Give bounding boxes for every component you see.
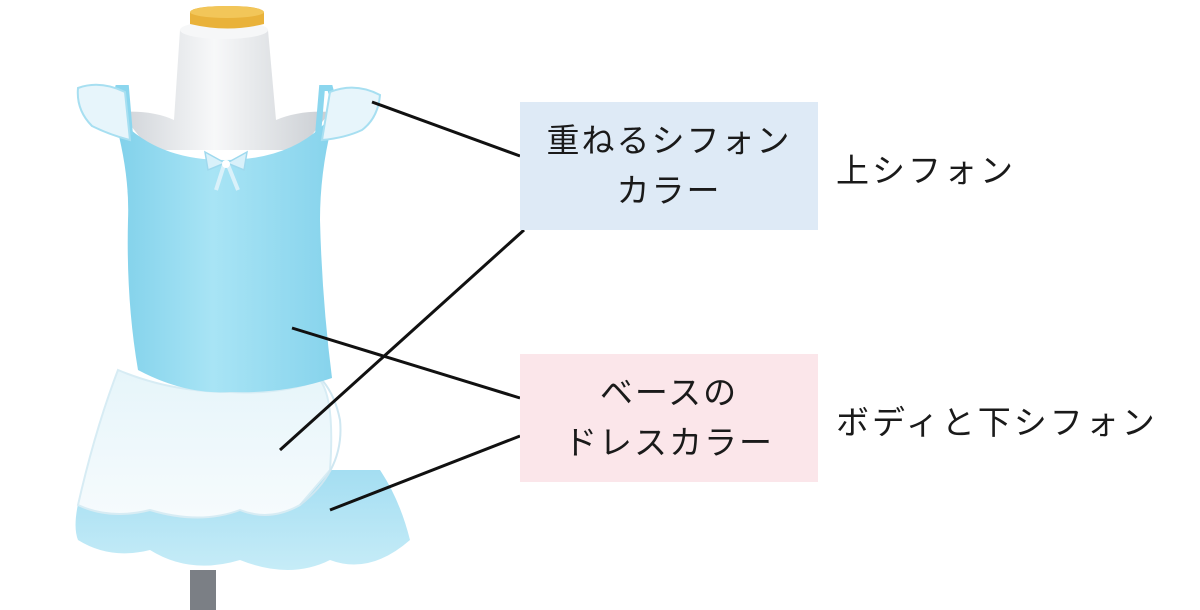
mannequin-stand: [190, 570, 216, 610]
ribbon-bow: [204, 150, 248, 191]
leader-line-upper-sleeve: [371, 100, 521, 158]
base-dress-label-line2: ドレスカラー: [564, 423, 774, 462]
right-flutter-sleeve: [320, 86, 382, 142]
base-dress-side-label: ボディと下シフォン: [836, 403, 1158, 442]
leader-line-lower-bodice: [291, 326, 521, 400]
base-dress-label-line1: ベースの: [599, 373, 739, 412]
left-flutter-sleeve: [76, 83, 132, 142]
upper-chiffon-label-line2: カラー: [616, 171, 722, 210]
base-dress-label-box: ベースの ドレスカラー: [520, 354, 818, 482]
upper-chiffon-skirt: [76, 368, 333, 519]
upper-chiffon-label-box: 重ねるシフォン カラー: [520, 102, 818, 230]
bodice: [112, 110, 336, 393]
mannequin: [120, 6, 330, 150]
upper-chiffon-label-line1: 重ねるシフォン: [546, 121, 792, 160]
upper-chiffon-side-label: 上シフォン: [836, 151, 1016, 190]
leader-line-lower-skirt: [329, 434, 521, 512]
leader-line-upper-skirt: [278, 228, 526, 452]
